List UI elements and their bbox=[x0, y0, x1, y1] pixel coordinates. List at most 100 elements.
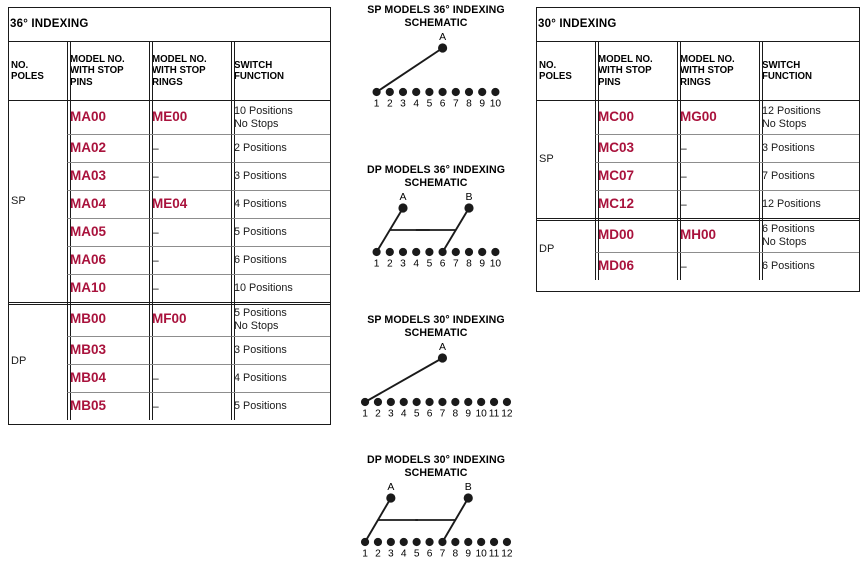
cell-switch-function: 4 Positions bbox=[231, 191, 331, 219]
model-no-stop-rings: MF00 bbox=[152, 311, 187, 326]
cell-rings: ME00 bbox=[149, 101, 231, 135]
cell-pins: MA02 bbox=[67, 135, 149, 163]
table-row: MB04–4 Positions bbox=[9, 365, 331, 393]
schematic-title-line: SP MODELS 36° INDEXING bbox=[367, 4, 505, 16]
terminal-dot bbox=[360, 397, 370, 407]
terminal-dot bbox=[425, 397, 434, 407]
model-no-stop-pins: MC12 bbox=[598, 196, 635, 211]
switch-function-line: 4 Positions bbox=[234, 372, 287, 385]
pole-label: A bbox=[399, 191, 406, 203]
switch-function-line: 10 Positions bbox=[234, 282, 293, 295]
terminal-label: 7 bbox=[453, 259, 459, 269]
cell-rings: – bbox=[149, 219, 231, 247]
model-no-stop-pins: MA00 bbox=[70, 109, 107, 124]
terminal-label: 4 bbox=[401, 549, 407, 559]
cell-rings: – bbox=[149, 135, 231, 163]
switch-function-line: 10 Positions bbox=[234, 105, 293, 117]
model-no-stop-rings: ME00 bbox=[152, 109, 188, 124]
cell-rings: MF00 bbox=[149, 303, 231, 337]
terminal-label: 7 bbox=[440, 549, 446, 559]
poles-cell: SP bbox=[537, 101, 595, 222]
column-header-line: WITH STOP bbox=[598, 65, 652, 77]
terminal-dot bbox=[372, 247, 381, 257]
pole-label: B bbox=[465, 191, 472, 203]
cell-rings: – bbox=[149, 365, 231, 393]
pole-dot bbox=[438, 43, 448, 53]
terminal-dot bbox=[399, 537, 408, 547]
cell-switch-function: 5 Positions bbox=[231, 219, 331, 247]
model-no-stop-rings: – bbox=[152, 280, 159, 295]
model-no-stop-rings: – bbox=[680, 258, 687, 273]
cell-pins: MC03 bbox=[595, 135, 677, 163]
terminal-dot bbox=[385, 87, 394, 97]
schematic-title-line: DP MODELS 30° INDEXING bbox=[366, 454, 506, 466]
terminal-dot bbox=[464, 87, 474, 97]
terminal-dot bbox=[372, 87, 381, 97]
model-no-stop-rings: – bbox=[152, 398, 159, 413]
table-row: MC03–3 Positions bbox=[537, 135, 860, 163]
terminal-dot bbox=[478, 87, 487, 97]
column-header-line: NO. bbox=[11, 59, 29, 71]
wiper-arm bbox=[364, 497, 392, 543]
column-header-line: SWITCH bbox=[234, 59, 273, 71]
cell-switch-function: 2 Positions bbox=[231, 135, 331, 163]
terminal-dot bbox=[412, 87, 421, 97]
pole-label: B bbox=[465, 481, 472, 493]
model-no-stop-pins: MB03 bbox=[70, 342, 107, 357]
terminal-dot bbox=[464, 397, 473, 407]
terminal-label: 9 bbox=[479, 99, 485, 109]
terminal-dot bbox=[451, 397, 460, 407]
terminal-label: 10 bbox=[490, 99, 502, 109]
terminal-label: 8 bbox=[453, 549, 459, 559]
terminal-label: 3 bbox=[400, 259, 406, 269]
cell-rings: – bbox=[677, 253, 759, 280]
model-no-stop-rings: – bbox=[152, 252, 159, 267]
table-row: MD06–6 Positions bbox=[537, 253, 859, 280]
terminal-dot bbox=[464, 247, 474, 257]
terminal-label: 8 bbox=[466, 99, 472, 109]
model-no-stop-pins: MA10 bbox=[70, 280, 107, 295]
terminal-dot bbox=[425, 537, 434, 547]
terminal-dot bbox=[438, 87, 447, 97]
terminal-dot bbox=[425, 247, 434, 257]
model-no-stop-pins: MB00 bbox=[70, 311, 107, 326]
switch-function-line: 5 Positions bbox=[234, 226, 287, 239]
column-header-line: PINS bbox=[70, 76, 93, 88]
pole-label: A bbox=[439, 31, 446, 43]
cell-pins: MB03 bbox=[67, 337, 149, 365]
terminal-label: 2 bbox=[375, 549, 381, 559]
terminal-dot bbox=[373, 397, 383, 407]
wiper-arm bbox=[441, 497, 470, 543]
cell-pins: MA03 bbox=[67, 163, 149, 191]
terminal-label: 2 bbox=[375, 409, 381, 419]
terminal-dot bbox=[478, 247, 487, 257]
cell-rings: – bbox=[149, 163, 231, 191]
model-no-stop-rings: – bbox=[152, 224, 159, 239]
column-header-line: WITH STOP bbox=[152, 65, 206, 77]
pole-label: A bbox=[387, 481, 394, 493]
column-header-line: FUNCTION bbox=[762, 71, 813, 82]
cell-rings: – bbox=[149, 247, 231, 275]
model-no-stop-rings: – bbox=[680, 140, 687, 155]
terminal-label: 5 bbox=[427, 259, 433, 269]
cell-pins: MC12 bbox=[595, 191, 677, 222]
cell-switch-function: 10 Positions bbox=[231, 275, 331, 306]
terminal-dot bbox=[386, 537, 395, 547]
terminal-dot bbox=[438, 247, 447, 257]
table-row: MC12–12 Positions bbox=[537, 191, 860, 222]
cell-rings: – bbox=[677, 135, 759, 163]
model-no-stop-pins: MB05 bbox=[70, 398, 107, 413]
